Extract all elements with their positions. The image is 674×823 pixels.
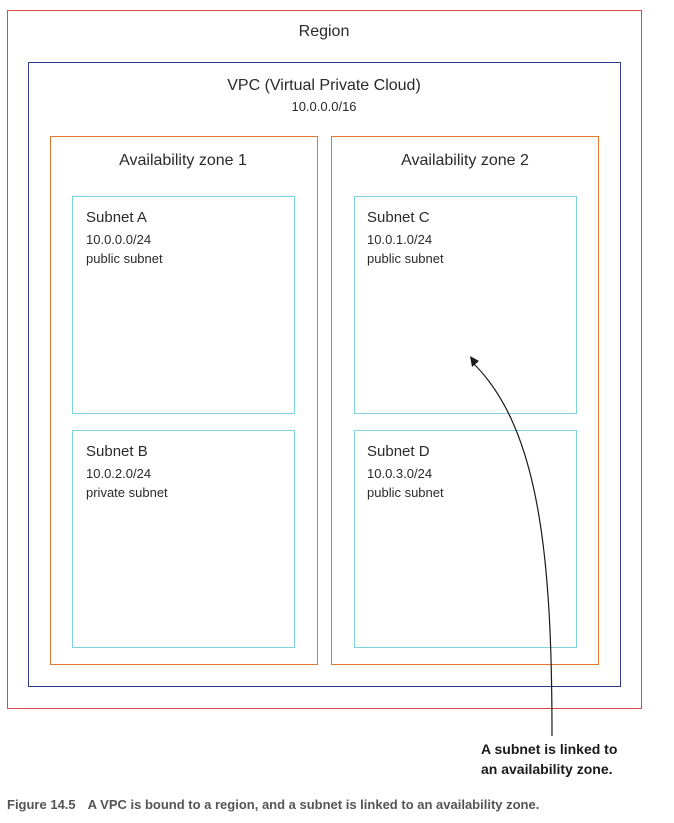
annotation-line-2: an availability zone. — [481, 761, 613, 777]
availability-zone-2-label: Availability zone 2 — [401, 152, 529, 169]
subnet-b-box — [72, 430, 295, 648]
annotation-arrowhead — [470, 356, 479, 367]
annotation-arrow-line — [473, 363, 553, 737]
annotation-line-1: A subnet is linked to — [481, 741, 618, 757]
availability-zone-2-box — [331, 136, 599, 665]
subnet-c-type: public subnet — [367, 251, 444, 266]
figure-caption-text: A VPC is bound to a region, and a subnet… — [87, 797, 540, 812]
vpc-box — [28, 62, 621, 687]
subnet-a-cidr: 10.0.0.0/24 — [86, 232, 152, 247]
subnet-c-name: Subnet C — [367, 209, 430, 226]
subnet-b-name: Subnet B — [86, 443, 148, 460]
subnet-d-name: Subnet D — [367, 443, 430, 460]
subnet-b-type: private subnet — [86, 485, 168, 500]
region-label: Region — [298, 23, 350, 40]
vpc-label: VPC (Virtual Private Cloud) — [227, 77, 421, 94]
subnet-c-cidr: 10.0.1.0/24 — [367, 232, 433, 247]
subnet-d-cidr: 10.0.3.0/24 — [367, 466, 433, 481]
figure-caption: Figure 14.5 A VPC is bound to a region, a… — [7, 797, 539, 812]
subnet-c-box — [354, 196, 577, 414]
subnet-d-box — [354, 430, 577, 648]
subnet-a-name: Subnet A — [86, 209, 147, 226]
subnet-a-box — [72, 196, 295, 414]
subnet-d-type: public subnet — [367, 485, 444, 500]
annotation-text: A subnet is linked to an availability zo… — [481, 739, 617, 779]
availability-zone-1-label: Availability zone 1 — [119, 152, 247, 169]
subnet-b-cidr: 10.0.2.0/24 — [86, 466, 152, 481]
region-box — [7, 10, 642, 709]
availability-zone-1-box — [50, 136, 318, 665]
subnet-a-type: public subnet — [86, 251, 163, 266]
figure-number: Figure 14.5 — [7, 797, 76, 812]
vpc-cidr: 10.0.0.0/16 — [291, 99, 357, 114]
